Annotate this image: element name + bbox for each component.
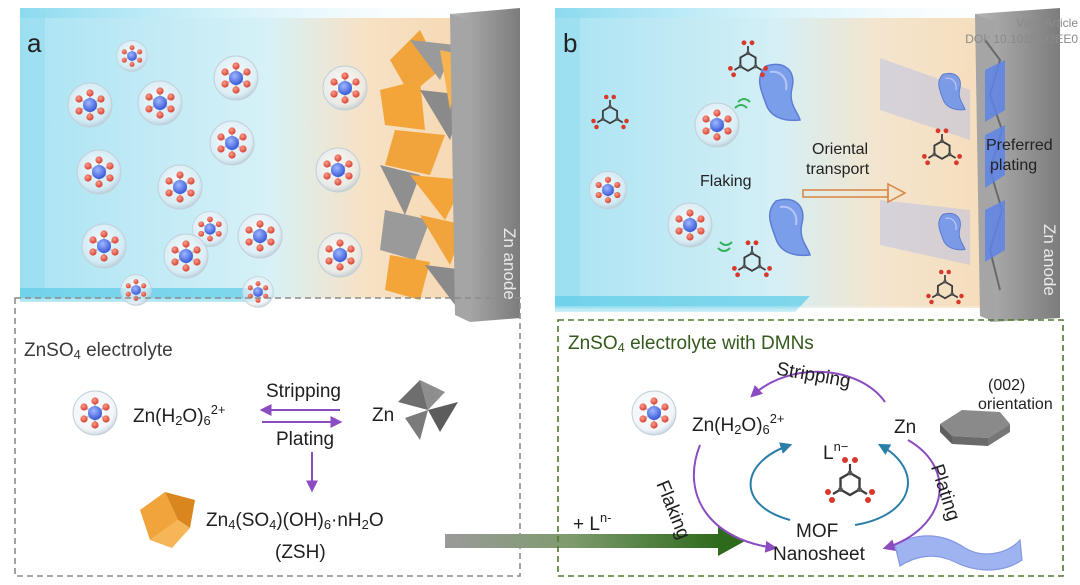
zn-label-a: Zn — [372, 405, 395, 426]
oriental-label: Oriental — [812, 141, 869, 158]
zn-hexagon-icon — [940, 410, 1010, 446]
zsh-abbrev: (ZSH) — [275, 542, 326, 563]
ligand-label-b: Ln− — [823, 439, 849, 464]
flaking-label-top: Flaking — [700, 173, 752, 190]
stripping-label-a: Stripping — [266, 381, 341, 402]
plated-sheets-b — [985, 60, 1005, 262]
transfer-arrow-shaft — [445, 534, 720, 548]
zn-aqua-complex-b: Zn(H2O)62+ — [692, 411, 785, 437]
zn-anode-slab-a — [450, 8, 520, 322]
plating-arc — [882, 439, 941, 551]
transport-label: transport — [806, 161, 870, 178]
orientation-002-label: (002) — [988, 377, 1026, 394]
ligand-addition-label: + Ln- — [573, 510, 612, 535]
plating-label-a: Plating — [276, 429, 335, 450]
zn-crystal-icon — [398, 380, 458, 440]
zn-anode-label-a: Zn anode — [500, 228, 519, 300]
interaction-marks — [717, 98, 751, 252]
teal-arc-left — [749, 442, 793, 521]
panel-a-box-title: ZnSO4 electrolyte — [24, 340, 173, 362]
zsh-crystal-icon — [140, 492, 195, 548]
orientation-label: orientation — [978, 396, 1053, 413]
mof-label: MOF — [796, 521, 839, 542]
nanosheet-label: Nanosheet — [773, 544, 865, 565]
oriental-transport-arrow — [802, 182, 907, 204]
panel-a-letter: a — [27, 28, 42, 58]
preferred-label: Preferred — [986, 137, 1053, 154]
plating-label-top: plating — [990, 157, 1038, 174]
view-article-link[interactable]: View Article — [1016, 16, 1078, 30]
ion-icon-b — [631, 390, 677, 436]
nanosheet-icon-b — [894, 535, 1023, 571]
panel-b-box-title: ZnSO4 electrolyte with DMNs — [568, 333, 814, 355]
zn-aqua-complex-a: Zn(H2O)62+ — [133, 402, 226, 428]
ion-icon-a — [72, 390, 118, 436]
panel-a-info-box — [14, 297, 521, 577]
stripping-arc — [750, 370, 886, 403]
doi-label: DOI: 10.1039/D3EE0 — [965, 32, 1078, 46]
transfer-arrow-head — [718, 526, 745, 556]
zn-label-b: Zn — [894, 417, 917, 438]
panel-b-info-box — [557, 319, 1064, 577]
zn-anode-label-b: Zn anode — [1040, 224, 1059, 296]
teal-arc-right — [854, 443, 909, 526]
panel-b-letter: b — [563, 28, 578, 58]
flaking-arc — [692, 444, 778, 553]
zsh-formula: Zn4(SO4)(OH)6·nH2O — [206, 510, 384, 532]
